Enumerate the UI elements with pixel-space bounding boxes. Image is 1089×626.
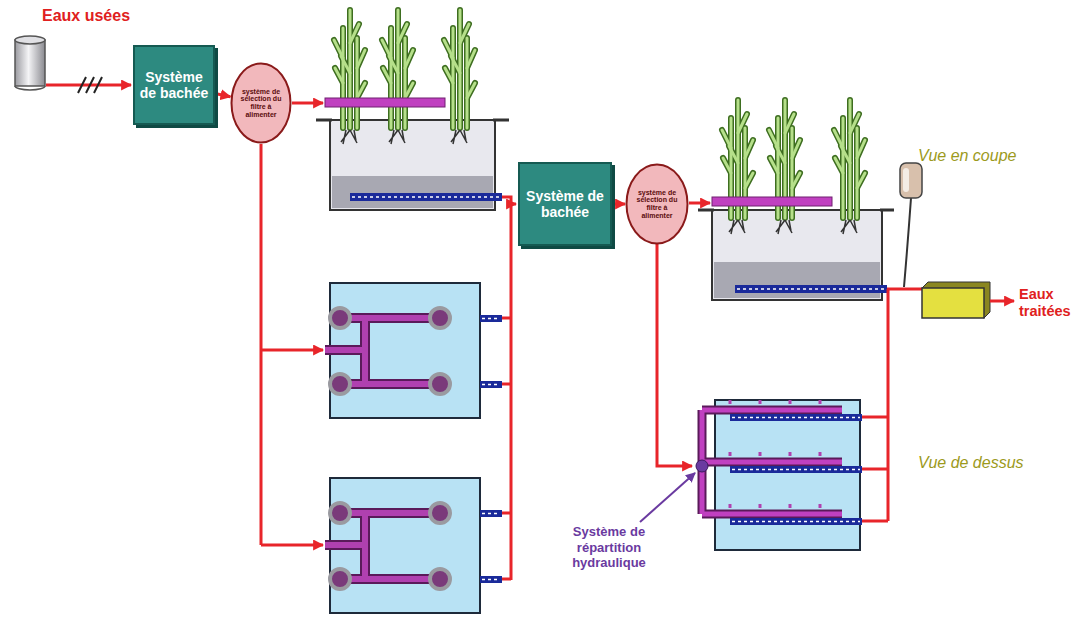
- illustration-part: [332, 176, 493, 208]
- illustration-part: [715, 400, 860, 550]
- callout-label: Système de répartition hydraulique: [556, 524, 662, 571]
- filter-topview-2: [325, 478, 502, 613]
- illustration-part: [352, 196, 500, 198]
- feed-arrow: [292, 102, 323, 105]
- outlet-label: Eaux traitées: [1019, 286, 1085, 321]
- illustration-part: [769, 100, 800, 234]
- collector-line: [502, 197, 511, 580]
- illustration-part: [712, 197, 832, 206]
- view-label: Vue de dessus: [918, 453, 1068, 472]
- circle-shape: [232, 64, 291, 143]
- illustration-part: [444, 10, 475, 144]
- illustration-part: [922, 282, 990, 318]
- circle-shape: [627, 165, 688, 244]
- filter-section-2: [698, 100, 894, 300]
- illustration-part: [15, 86, 45, 90]
- illustration-part: [834, 100, 865, 234]
- collector-arrow: [511, 203, 516, 206]
- node-text: système de sélection du filtre à aliment…: [636, 189, 678, 220]
- feed-arrow: [261, 544, 323, 547]
- filter-topview-1: [325, 283, 502, 418]
- illustration-part: [325, 98, 445, 107]
- wastewater-tank: [15, 36, 45, 90]
- illustration-part: [382, 10, 413, 144]
- selector-circle: système de sélection du filtre à aliment…: [625, 163, 689, 245]
- illustration-part: [702, 410, 842, 514]
- inlet-label: Eaux usées: [42, 6, 162, 25]
- feed-arrow: [657, 244, 692, 466]
- illustration-part: [334, 10, 365, 144]
- node-text: Système de bachée: [520, 184, 610, 224]
- process-box: Système de bachée: [133, 45, 215, 125]
- feed-arrow: [689, 202, 710, 205]
- illustration-part: [903, 168, 909, 192]
- illustration-part: [702, 410, 842, 514]
- illustration-part: [15, 36, 45, 44]
- illustration-part: [735, 285, 887, 293]
- illustration-part: [904, 198, 911, 287]
- leader-line: [640, 473, 695, 522]
- outlet-arrow: [990, 300, 1014, 303]
- feed-arrow: [261, 349, 323, 352]
- illustration-part: [696, 460, 708, 472]
- view-label: Vue en coupe: [918, 146, 1068, 165]
- hatch-marks: [78, 77, 102, 93]
- collector-line: [862, 289, 888, 521]
- filter-section-1: [316, 10, 509, 210]
- illustration-part: [15, 40, 45, 86]
- illustration-part: [350, 193, 502, 201]
- outlet-line: [887, 288, 922, 291]
- flow-arrow: [612, 203, 625, 206]
- illustration-part: [900, 163, 922, 198]
- filter-topview-3: [696, 400, 862, 550]
- flow-arrow: [215, 93, 230, 96]
- illustration-part: [922, 288, 984, 318]
- sampler-icon: [900, 163, 922, 287]
- illustration-part: [737, 288, 885, 290]
- feed-line: [260, 144, 263, 545]
- outlet-meter: [922, 282, 990, 318]
- process-box: Système de bachée: [518, 162, 612, 246]
- node-text: système de sélection du filtre à aliment…: [240, 88, 282, 119]
- illustration-part: [722, 100, 753, 234]
- node-text: Système de bachée: [135, 65, 213, 105]
- selector-circle: système de sélection du filtre à aliment…: [230, 62, 292, 144]
- illustration-part: [732, 418, 860, 522]
- illustration-part: [698, 209, 894, 212]
